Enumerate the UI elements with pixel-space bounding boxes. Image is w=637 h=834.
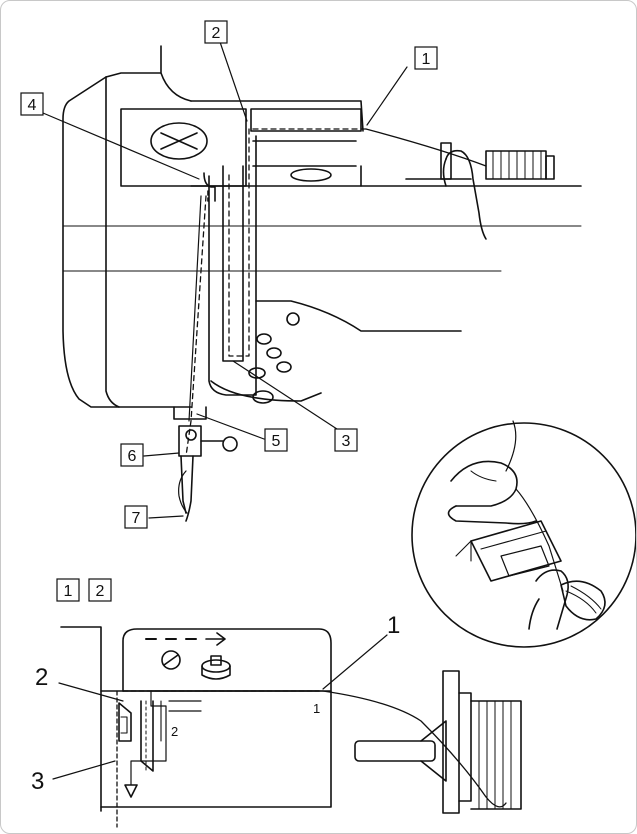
detail-inner-label-2: 2	[171, 724, 178, 739]
detail-heading-box-1: 1	[57, 579, 79, 601]
svg-text:2: 2	[96, 583, 105, 600]
detail-heading-box-2: 2	[89, 579, 111, 601]
detail-guide	[61, 627, 521, 827]
svg-text:7: 7	[132, 510, 141, 527]
svg-text:1: 1	[422, 51, 431, 68]
callout-box-4: 4	[21, 93, 43, 115]
svg-text:2: 2	[212, 25, 221, 42]
callout-box-2: 2	[205, 21, 227, 43]
callout-box-3: 3	[335, 429, 357, 451]
svg-text:4: 4	[28, 97, 37, 114]
svg-text:5: 5	[272, 433, 281, 450]
callout-box-5: 5	[265, 429, 287, 451]
detail-callout-1: 1	[387, 612, 400, 639]
svg-text:6: 6	[128, 448, 137, 465]
callout-box-1: 1	[415, 47, 437, 69]
callout-box-6: 6	[121, 444, 143, 466]
inset-hand-threading	[412, 421, 636, 647]
svg-text:1: 1	[64, 583, 73, 600]
detail-inner-label-1: 1	[313, 701, 320, 716]
detail-callout-2: 2	[35, 664, 48, 691]
svg-text:3: 3	[342, 433, 351, 450]
callout-box-7: 7	[125, 506, 147, 528]
detail-callout-3: 3	[31, 768, 44, 795]
